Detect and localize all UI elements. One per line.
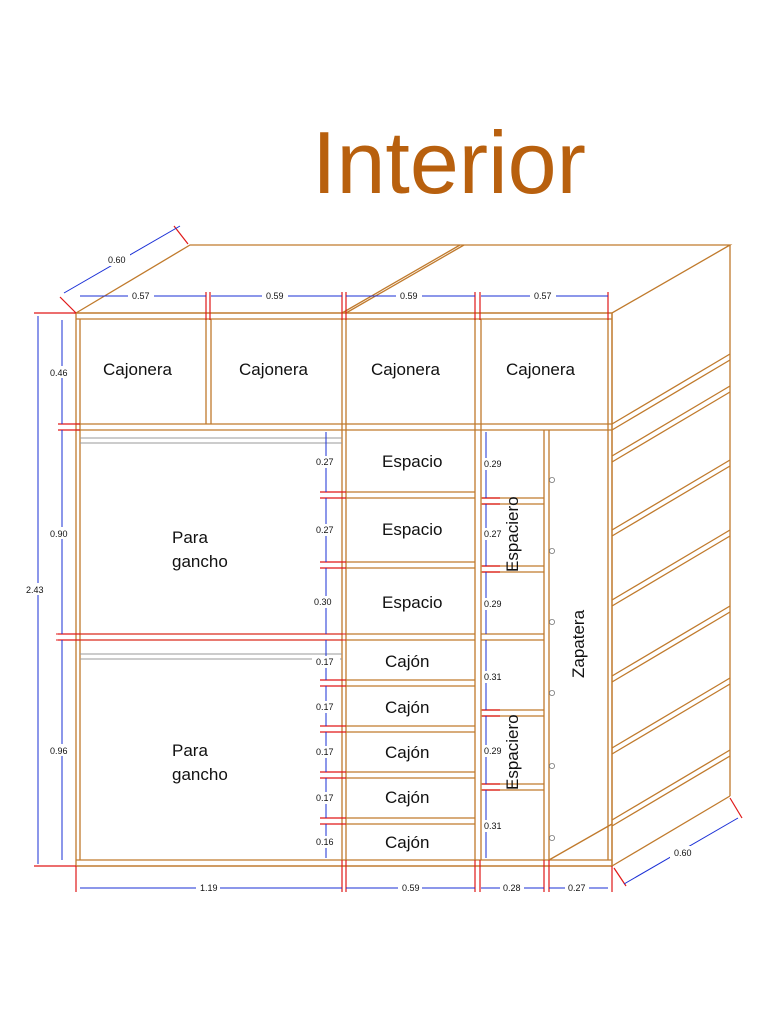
dim-depth-bottom: 0.60 <box>674 848 692 858</box>
dim-cajon-3: 0.17 <box>316 747 334 757</box>
dim-espacio-3: 0.30 <box>314 597 332 607</box>
dim-espacio-1: 0.27 <box>316 457 334 467</box>
para-gancho-upper-line1: Para <box>172 528 208 547</box>
dim-top-width-4: 0.57 <box>534 291 552 301</box>
cajon-label-1: Cajón <box>385 652 429 671</box>
dim-height-lower: 0.96 <box>50 746 68 756</box>
hanging-rods <box>80 437 342 660</box>
cajon-label-4: Cajón <box>385 788 429 807</box>
dim-bottom-width-4: 0.27 <box>568 883 586 893</box>
cabinet-outline <box>73 244 733 867</box>
dim-bottom-width-1: 1.19 <box>200 883 218 893</box>
dim-depth-top: 0.60 <box>108 255 126 265</box>
dim-bottom-width-3: 0.28 <box>503 883 521 893</box>
dim-top-width-3: 0.59 <box>400 291 418 301</box>
dim-top-width-1: 0.57 <box>132 291 150 301</box>
zapatera-knobs <box>549 476 556 842</box>
dim-cajon-5: 0.16 <box>316 837 334 847</box>
dim-top-width-2: 0.59 <box>266 291 284 301</box>
espaciero-label-lower: Espaciero <box>503 714 522 790</box>
para-gancho-upper-line2: gancho <box>172 552 228 571</box>
dim-cajon-1: 0.17 <box>316 657 334 667</box>
cajonera-label-4: Cajonera <box>506 360 576 379</box>
espaciero-label-upper: Espaciero <box>503 496 522 572</box>
cajonera-label-3: Cajonera <box>371 360 441 379</box>
red-ticks <box>34 225 743 892</box>
cajon-label-3: Cajón <box>385 743 429 762</box>
espacio-label-3: Espacio <box>382 593 442 612</box>
dim-espacio-2: 0.27 <box>316 525 334 535</box>
dim-total-height: 2.43 <box>26 585 44 595</box>
dim-espaciero-4: 0.31 <box>484 672 502 682</box>
dim-espaciero-2: 0.27 <box>484 529 502 539</box>
page-title: Interior <box>312 113 586 212</box>
espacio-label-1: Espacio <box>382 452 442 471</box>
cajon-label-2: Cajón <box>385 698 429 717</box>
para-gancho-lower-line1: Para <box>172 741 208 760</box>
dim-espaciero-6: 0.31 <box>484 821 502 831</box>
cajonera-label-1: Cajonera <box>103 360 173 379</box>
espacio-label-2: Espacio <box>382 520 442 539</box>
para-gancho-lower-line2: gancho <box>172 765 228 784</box>
dim-height-upper: 0.90 <box>50 529 68 539</box>
dim-bottom-width-2: 0.59 <box>402 883 420 893</box>
dim-height-cajonera: 0.46 <box>50 368 68 378</box>
cajon-label-5: Cajón <box>385 833 429 852</box>
dim-cajon-4: 0.17 <box>316 793 334 803</box>
dim-espaciero-1: 0.29 <box>484 459 502 469</box>
dim-espaciero-5: 0.29 <box>484 746 502 756</box>
dim-espaciero-3: 0.29 <box>484 599 502 609</box>
dim-cajon-2: 0.17 <box>316 702 334 712</box>
zapatera-label: Zapatera <box>569 609 588 678</box>
cajonera-label-2: Cajonera <box>239 360 309 379</box>
